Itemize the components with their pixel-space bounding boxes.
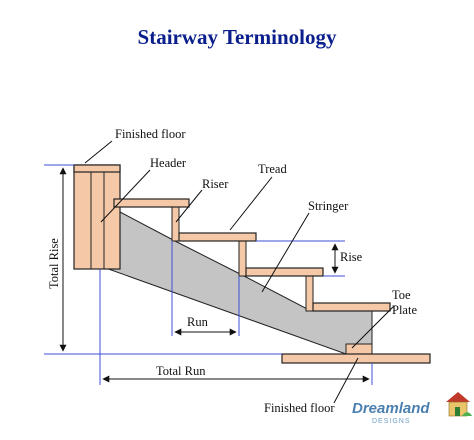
label-finished-floor-top: Finished floor bbox=[115, 127, 186, 141]
watermark-logo: Dreamland DESIGNS bbox=[352, 392, 472, 425]
riser-1 bbox=[171, 206, 180, 242]
label-riser: Riser bbox=[202, 177, 229, 191]
watermark-sub: DESIGNS bbox=[372, 418, 411, 425]
label-stringer: Stringer bbox=[308, 199, 349, 213]
tread-1 bbox=[113, 198, 190, 208]
tread-3 bbox=[245, 267, 324, 277]
label-total-run: Total Run bbox=[156, 364, 206, 378]
watermark-brand: Dreamland bbox=[352, 400, 430, 417]
header-post bbox=[73, 164, 121, 270]
tread-2 bbox=[178, 232, 257, 242]
label-finished-floor-bottom: Finished floor bbox=[264, 401, 335, 415]
riser-3 bbox=[305, 275, 314, 312]
tread-4 bbox=[312, 302, 391, 312]
leader-lines bbox=[84, 140, 395, 404]
dimension-guides bbox=[44, 164, 373, 385]
label-run: Run bbox=[187, 315, 209, 329]
diagram-title: Stairway Terminology bbox=[138, 25, 337, 49]
finished-floor-lower bbox=[281, 353, 431, 364]
label-toe-plate-line2: Plate bbox=[392, 303, 417, 317]
toe-plate bbox=[345, 343, 373, 355]
riser-2 bbox=[238, 240, 247, 277]
house-icon bbox=[446, 392, 472, 417]
label-toe-plate-line1: Toe bbox=[392, 288, 411, 302]
label-rise: Rise bbox=[340, 250, 363, 264]
label-header: Header bbox=[150, 156, 187, 170]
finished-floor-upper bbox=[73, 164, 121, 173]
label-tread: Tread bbox=[258, 162, 287, 176]
label-total-rise: Total Rise bbox=[47, 238, 61, 289]
